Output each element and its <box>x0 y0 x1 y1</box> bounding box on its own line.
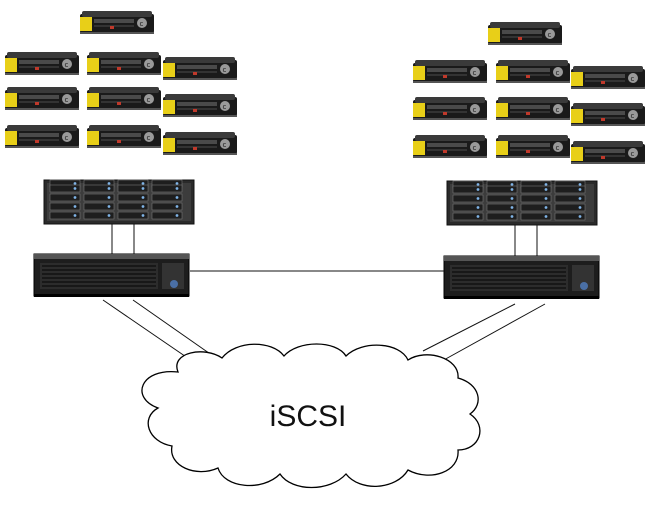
hard-drive-icon <box>5 87 79 110</box>
hard-drive-icon <box>413 135 487 158</box>
hard-drive-icon <box>571 66 645 89</box>
cloud-label: iSCSI <box>270 400 347 433</box>
left-drive-group <box>5 11 237 155</box>
hard-drive-icon <box>5 125 79 148</box>
iscsi-cloud: iSCSI <box>141 343 481 489</box>
right-network-link <box>441 303 546 362</box>
hard-drive-icon <box>413 97 487 120</box>
hard-drive-icon <box>571 103 645 126</box>
hard-drive-icon <box>87 87 161 110</box>
hard-drive-icon <box>163 57 237 80</box>
hard-drive-icon <box>87 125 161 148</box>
cloud-shape <box>141 343 481 489</box>
hard-drive-icon <box>87 52 161 75</box>
hard-drive-icon <box>496 135 570 158</box>
right-disk-enclosure <box>446 180 598 226</box>
left-disk-enclosure <box>43 179 195 225</box>
hard-drive-icon <box>163 94 237 117</box>
hard-drive-icon <box>488 22 562 45</box>
left-network-link <box>102 299 196 364</box>
left-network-link <box>132 299 217 359</box>
right-storage-controller <box>443 255 600 300</box>
right-drive-group <box>413 22 645 164</box>
hard-drive-icon <box>571 141 645 164</box>
hard-drive-icon <box>5 52 79 75</box>
hard-drive-icon <box>163 132 237 155</box>
hard-drive-icon <box>80 11 154 34</box>
hard-drive-icon <box>413 60 487 83</box>
hard-drive-icon <box>496 97 570 120</box>
hard-drive-icon <box>496 60 570 83</box>
right-network-link <box>422 303 516 352</box>
left-storage-controller <box>33 253 190 298</box>
